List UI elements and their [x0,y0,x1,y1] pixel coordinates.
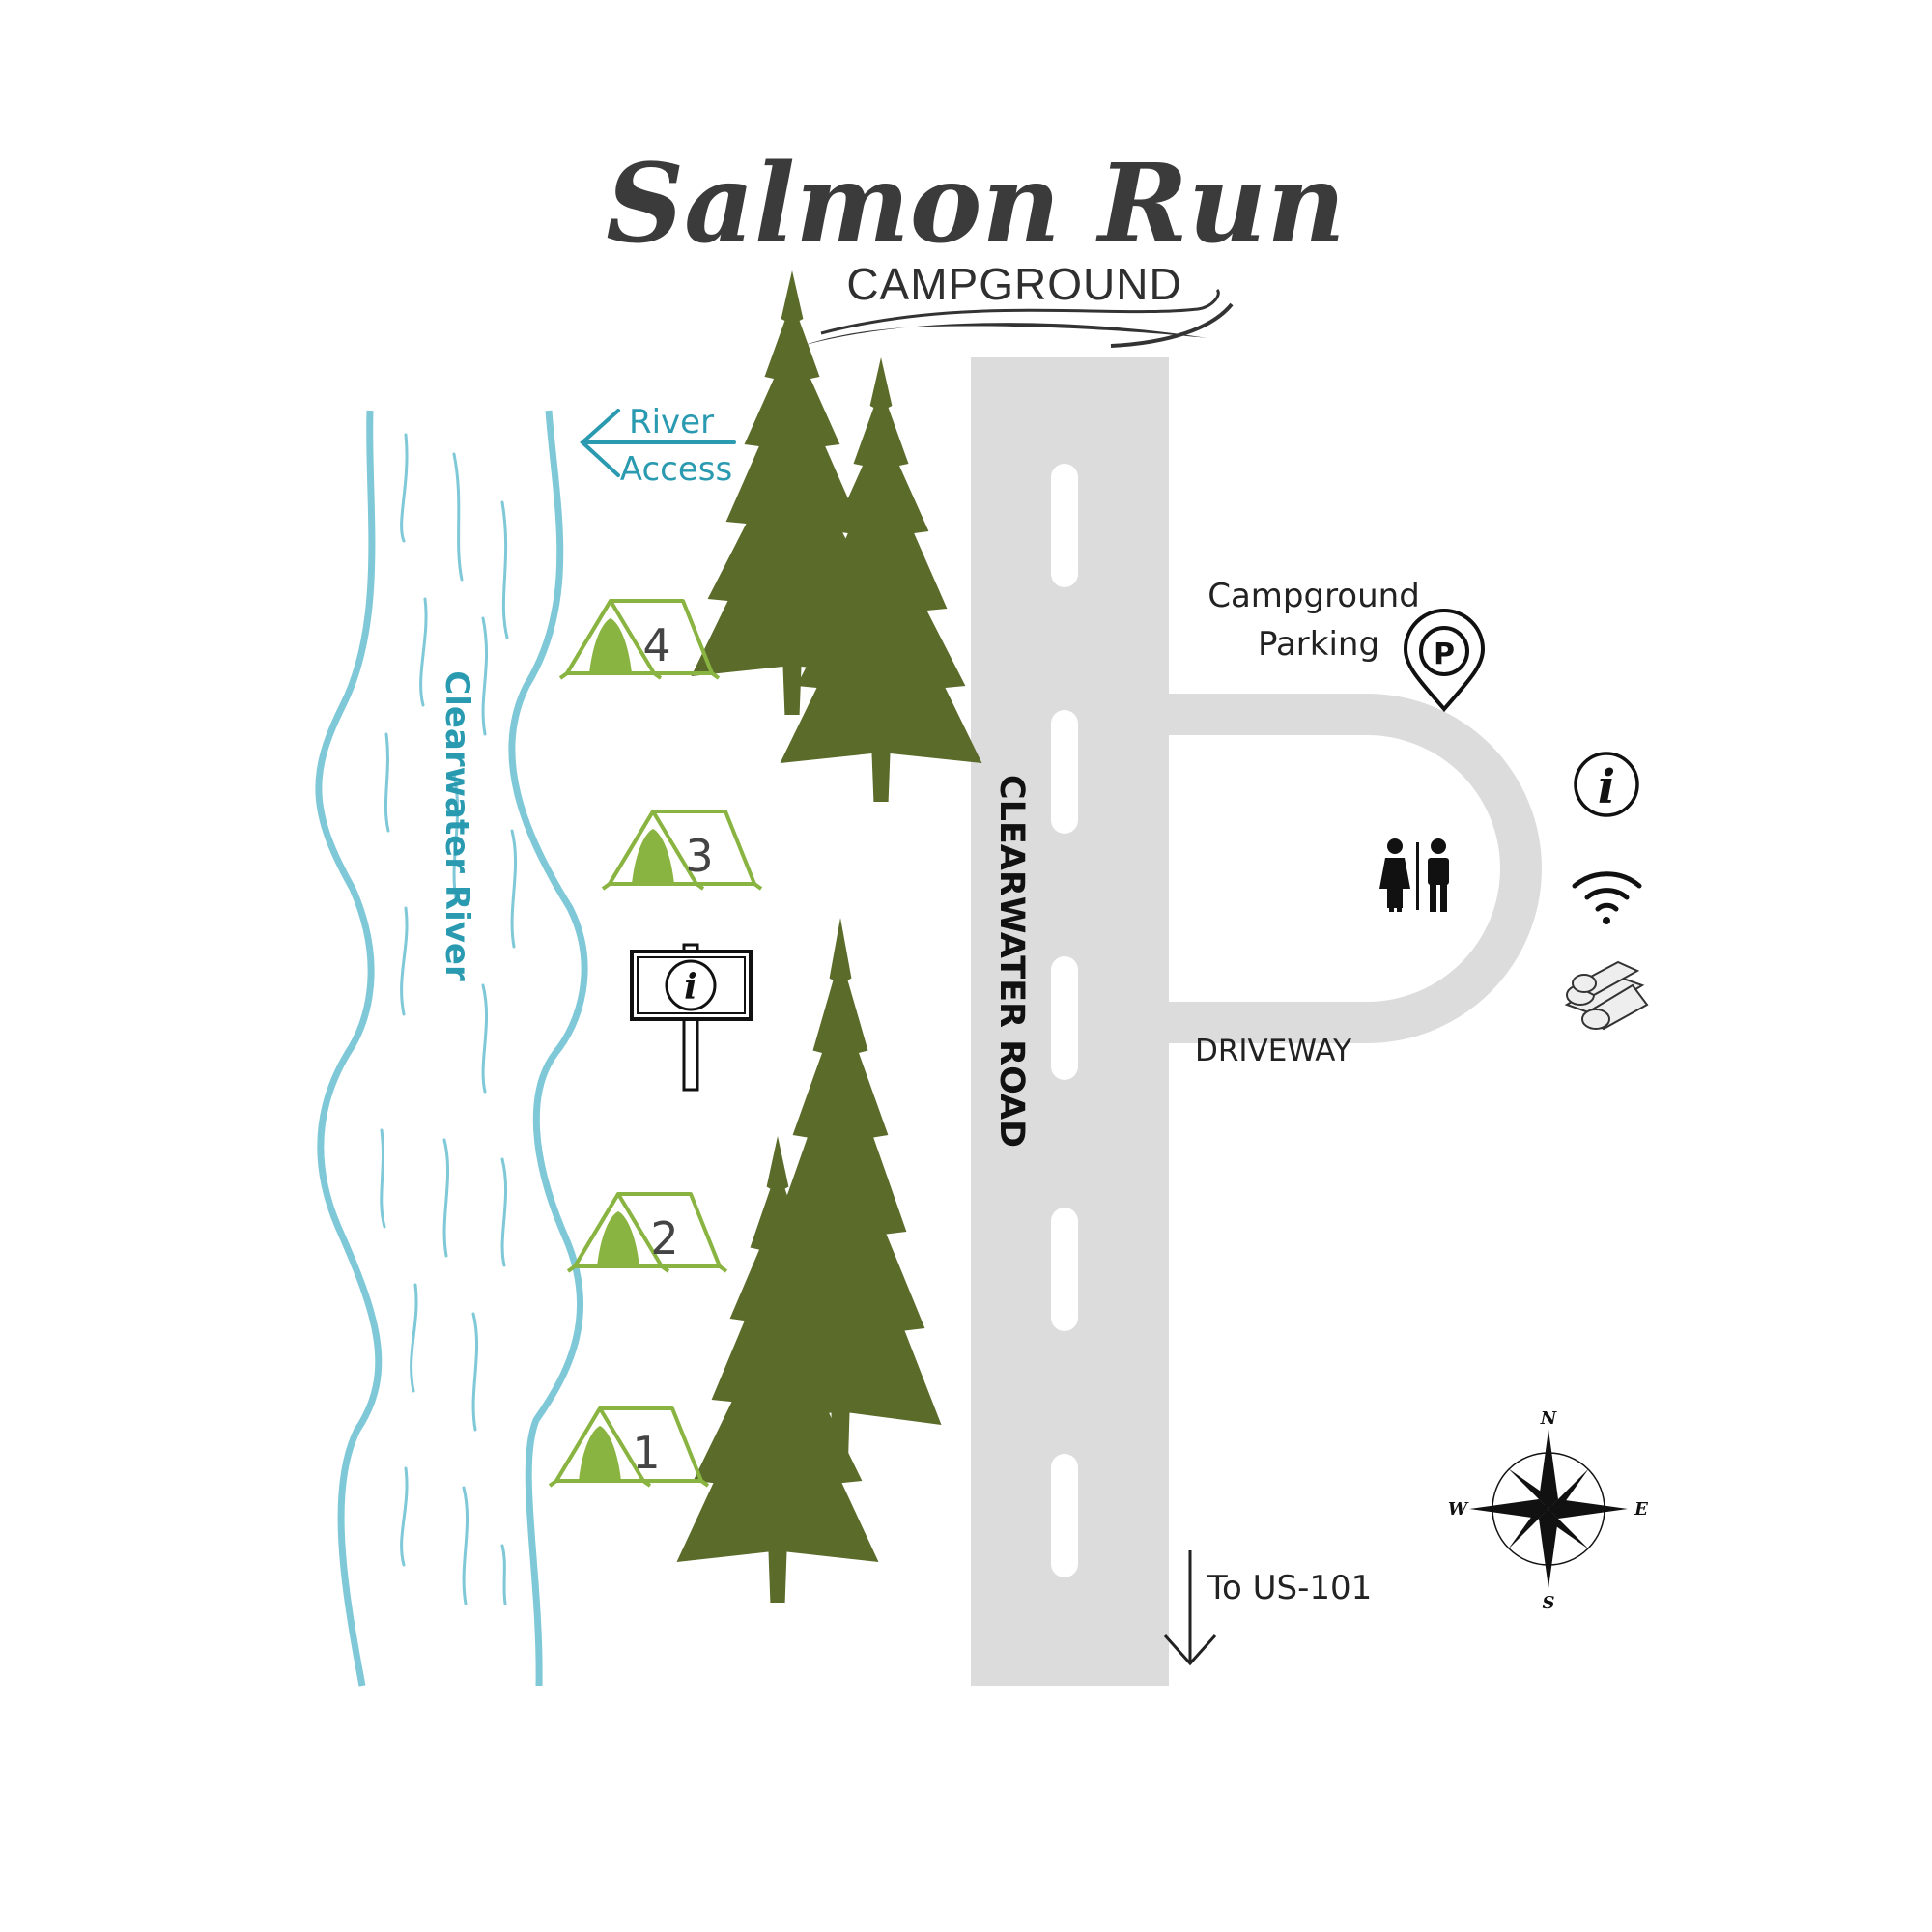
wifi-icon [1572,871,1642,924]
river-bank-left [315,410,383,1687]
info-icon: i [665,959,717,1011]
restroom-icon [1379,838,1449,912]
amenities: i [1379,752,1649,1031]
river-name-label: Clearwater River [438,670,476,981]
parking-label-2: Parking [1258,625,1379,664]
title-subtitle: CAMPGROUND [846,259,1181,309]
river-access-marker: River Access [580,403,736,489]
campground-parking[interactable]: Campground Parking P [1208,577,1486,713]
info-sign[interactable]: i [630,943,753,1092]
svg-text:i: i [1598,760,1615,814]
compass-n: N [1540,1408,1558,1429]
highway-direction-label: To US-101 [1207,1569,1372,1607]
title-main: Salmon Run [606,141,1346,268]
parking-label-1: Campground [1208,577,1420,615]
river-access-label-2: Access [620,450,732,489]
tent-icon [558,599,721,680]
campsite-number: 3 [685,830,713,882]
svg-text:P: P [1434,638,1455,671]
info-icon: i [1574,752,1639,817]
arrow-down-icon [1163,1550,1217,1666]
parking-pin-icon: P [1403,609,1486,713]
campsite-number: 1 [632,1427,660,1479]
title-swoosh-tail [820,288,1220,335]
firewood-icon [1564,960,1649,1031]
driveway-loop [1164,694,1542,1043]
tent-icon [548,1406,710,1488]
road: CLEARWATER ROAD DRIVEWAY To US-101 [971,357,1542,1686]
arrow-left-icon [580,409,736,477]
svg-text:i: i [684,967,697,1008]
river-bank-right [508,410,588,1687]
campsite-4[interactable]: 4 [558,599,721,680]
tree-group-north [691,270,982,802]
tent-icon [566,1192,728,1273]
campsite-3[interactable]: 3 [601,810,763,891]
title-swoosh [802,323,1208,346]
campsite-number: 2 [650,1212,678,1264]
campsite-2[interactable]: 2 [566,1192,728,1273]
river: Clearwater River [315,410,588,1687]
campsite-1[interactable]: 1 [548,1406,710,1488]
compass-e: E [1634,1499,1648,1520]
campsite-number: 4 [642,619,670,671]
driveway-label: DRIVEWAY [1195,1034,1351,1068]
compass-s: S [1543,1593,1555,1613]
compass-w: W [1448,1499,1469,1520]
river-access-label-1: River [629,403,714,441]
road-name-label: CLEARWATER ROAD [992,775,1031,1148]
campground-logo: Salmon Run CAMPGROUND [606,141,1346,348]
compass-rose: N S E W [1448,1408,1648,1613]
tent-icon [601,810,763,891]
